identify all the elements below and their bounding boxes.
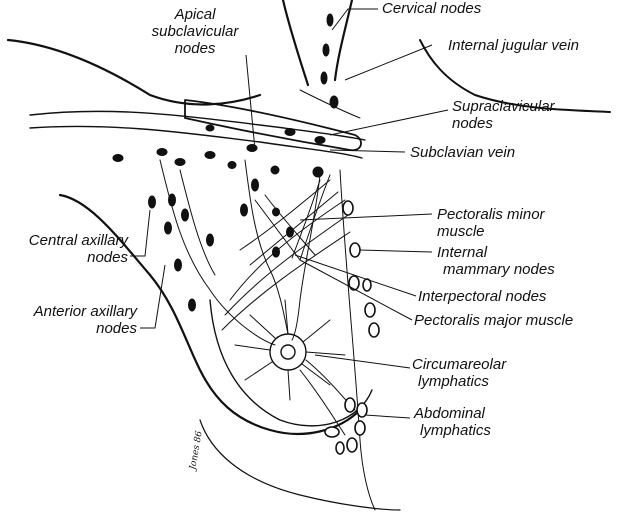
pectoral-muscle-fibres	[221, 174, 351, 331]
label-pectoralis-minor-muscle: Pectoralis minor muscle	[437, 206, 545, 240]
label-cervical-nodes: Cervical nodes	[382, 0, 482, 17]
label-apical-subclavicular-nodes: Apical subclavicular nodes	[151, 6, 239, 57]
label-anterior-axillary-nodes: Anterior axillary nodes	[33, 303, 137, 337]
lymphatic-vessels	[159, 159, 356, 436]
lymph-nodes-filled	[112, 13, 339, 312]
label-subclavian-vein: Subclavian vein	[410, 144, 516, 161]
label-internal-jugular-vein: Internal jugular vein	[448, 37, 579, 54]
label-supraclavicular-nodes: Supraclavicular nodes	[452, 98, 555, 132]
label-interpectoral-nodes: Interpectoral nodes	[418, 288, 547, 305]
label-pectoralis-major-muscle: Pectoralis major muscle	[414, 312, 574, 329]
label-abdominal-lymphatics: Abdominal lymphatics	[414, 405, 491, 439]
lymph-nodes-open	[324, 200, 380, 455]
label-central-axillary-nodes: Central axillary nodes	[28, 232, 128, 266]
artist-signature: Jones 86	[188, 430, 205, 472]
body-outline	[6, 0, 611, 511]
label-internal-mammary-nodes: Internal mammary nodes	[437, 244, 555, 278]
label-leader-lines	[130, 8, 449, 419]
label-circumareolar-lymphatics: Circumareolar lymphatics	[412, 356, 507, 390]
